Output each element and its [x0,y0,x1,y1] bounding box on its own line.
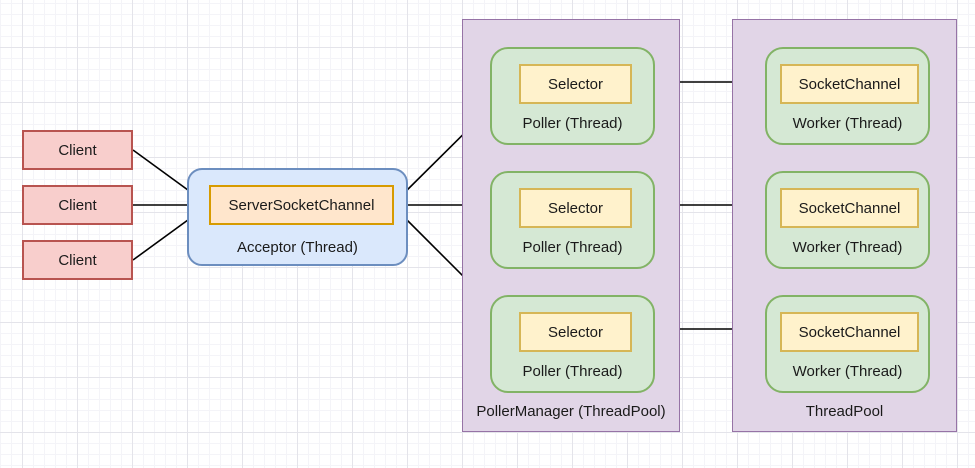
client-node-1: Client [22,185,133,225]
socket-channel-node-0: SocketChannel [780,64,919,104]
poller-thread-1: Selector Poller (Thread) [490,171,655,269]
thread-pool-group: SocketChannel Worker (Thread) SocketChan… [732,19,957,432]
client-node-2: Client [22,240,133,280]
selector-node-1: Selector [519,188,632,228]
poller-thread-label-0: Poller (Thread) [522,115,623,132]
worker-thread-0: SocketChannel Worker (Thread) [765,47,930,145]
worker-thread-label-2: Worker (Thread) [792,363,903,380]
server-socket-channel-node: ServerSocketChannel [209,185,394,225]
poller-thread-label-2: Poller (Thread) [522,363,623,380]
selector-node-0: Selector [519,64,632,104]
poller-thread-2: Selector Poller (Thread) [490,295,655,393]
thread-pool-label: ThreadPool [805,403,884,420]
poller-manager-label: PollerManager (ThreadPool) [476,403,666,420]
acceptor-thread-label: Acceptor (Thread) [237,239,358,256]
worker-thread-label-1: Worker (Thread) [792,239,903,256]
selector-node-2: Selector [519,312,632,352]
client-node-0: Client [22,130,133,170]
poller-thread-label-1: Poller (Thread) [522,239,623,256]
worker-thread-label-0: Worker (Thread) [792,115,903,132]
acceptor-thread-group: ServerSocketChannel Acceptor (Thread) [187,168,408,266]
poller-thread-0: Selector Poller (Thread) [490,47,655,145]
socket-channel-node-1: SocketChannel [780,188,919,228]
worker-thread-1: SocketChannel Worker (Thread) [765,171,930,269]
socket-channel-node-2: SocketChannel [780,312,919,352]
worker-thread-2: SocketChannel Worker (Thread) [765,295,930,393]
poller-manager-group: Selector Poller (Thread) Selector Poller… [462,19,680,432]
